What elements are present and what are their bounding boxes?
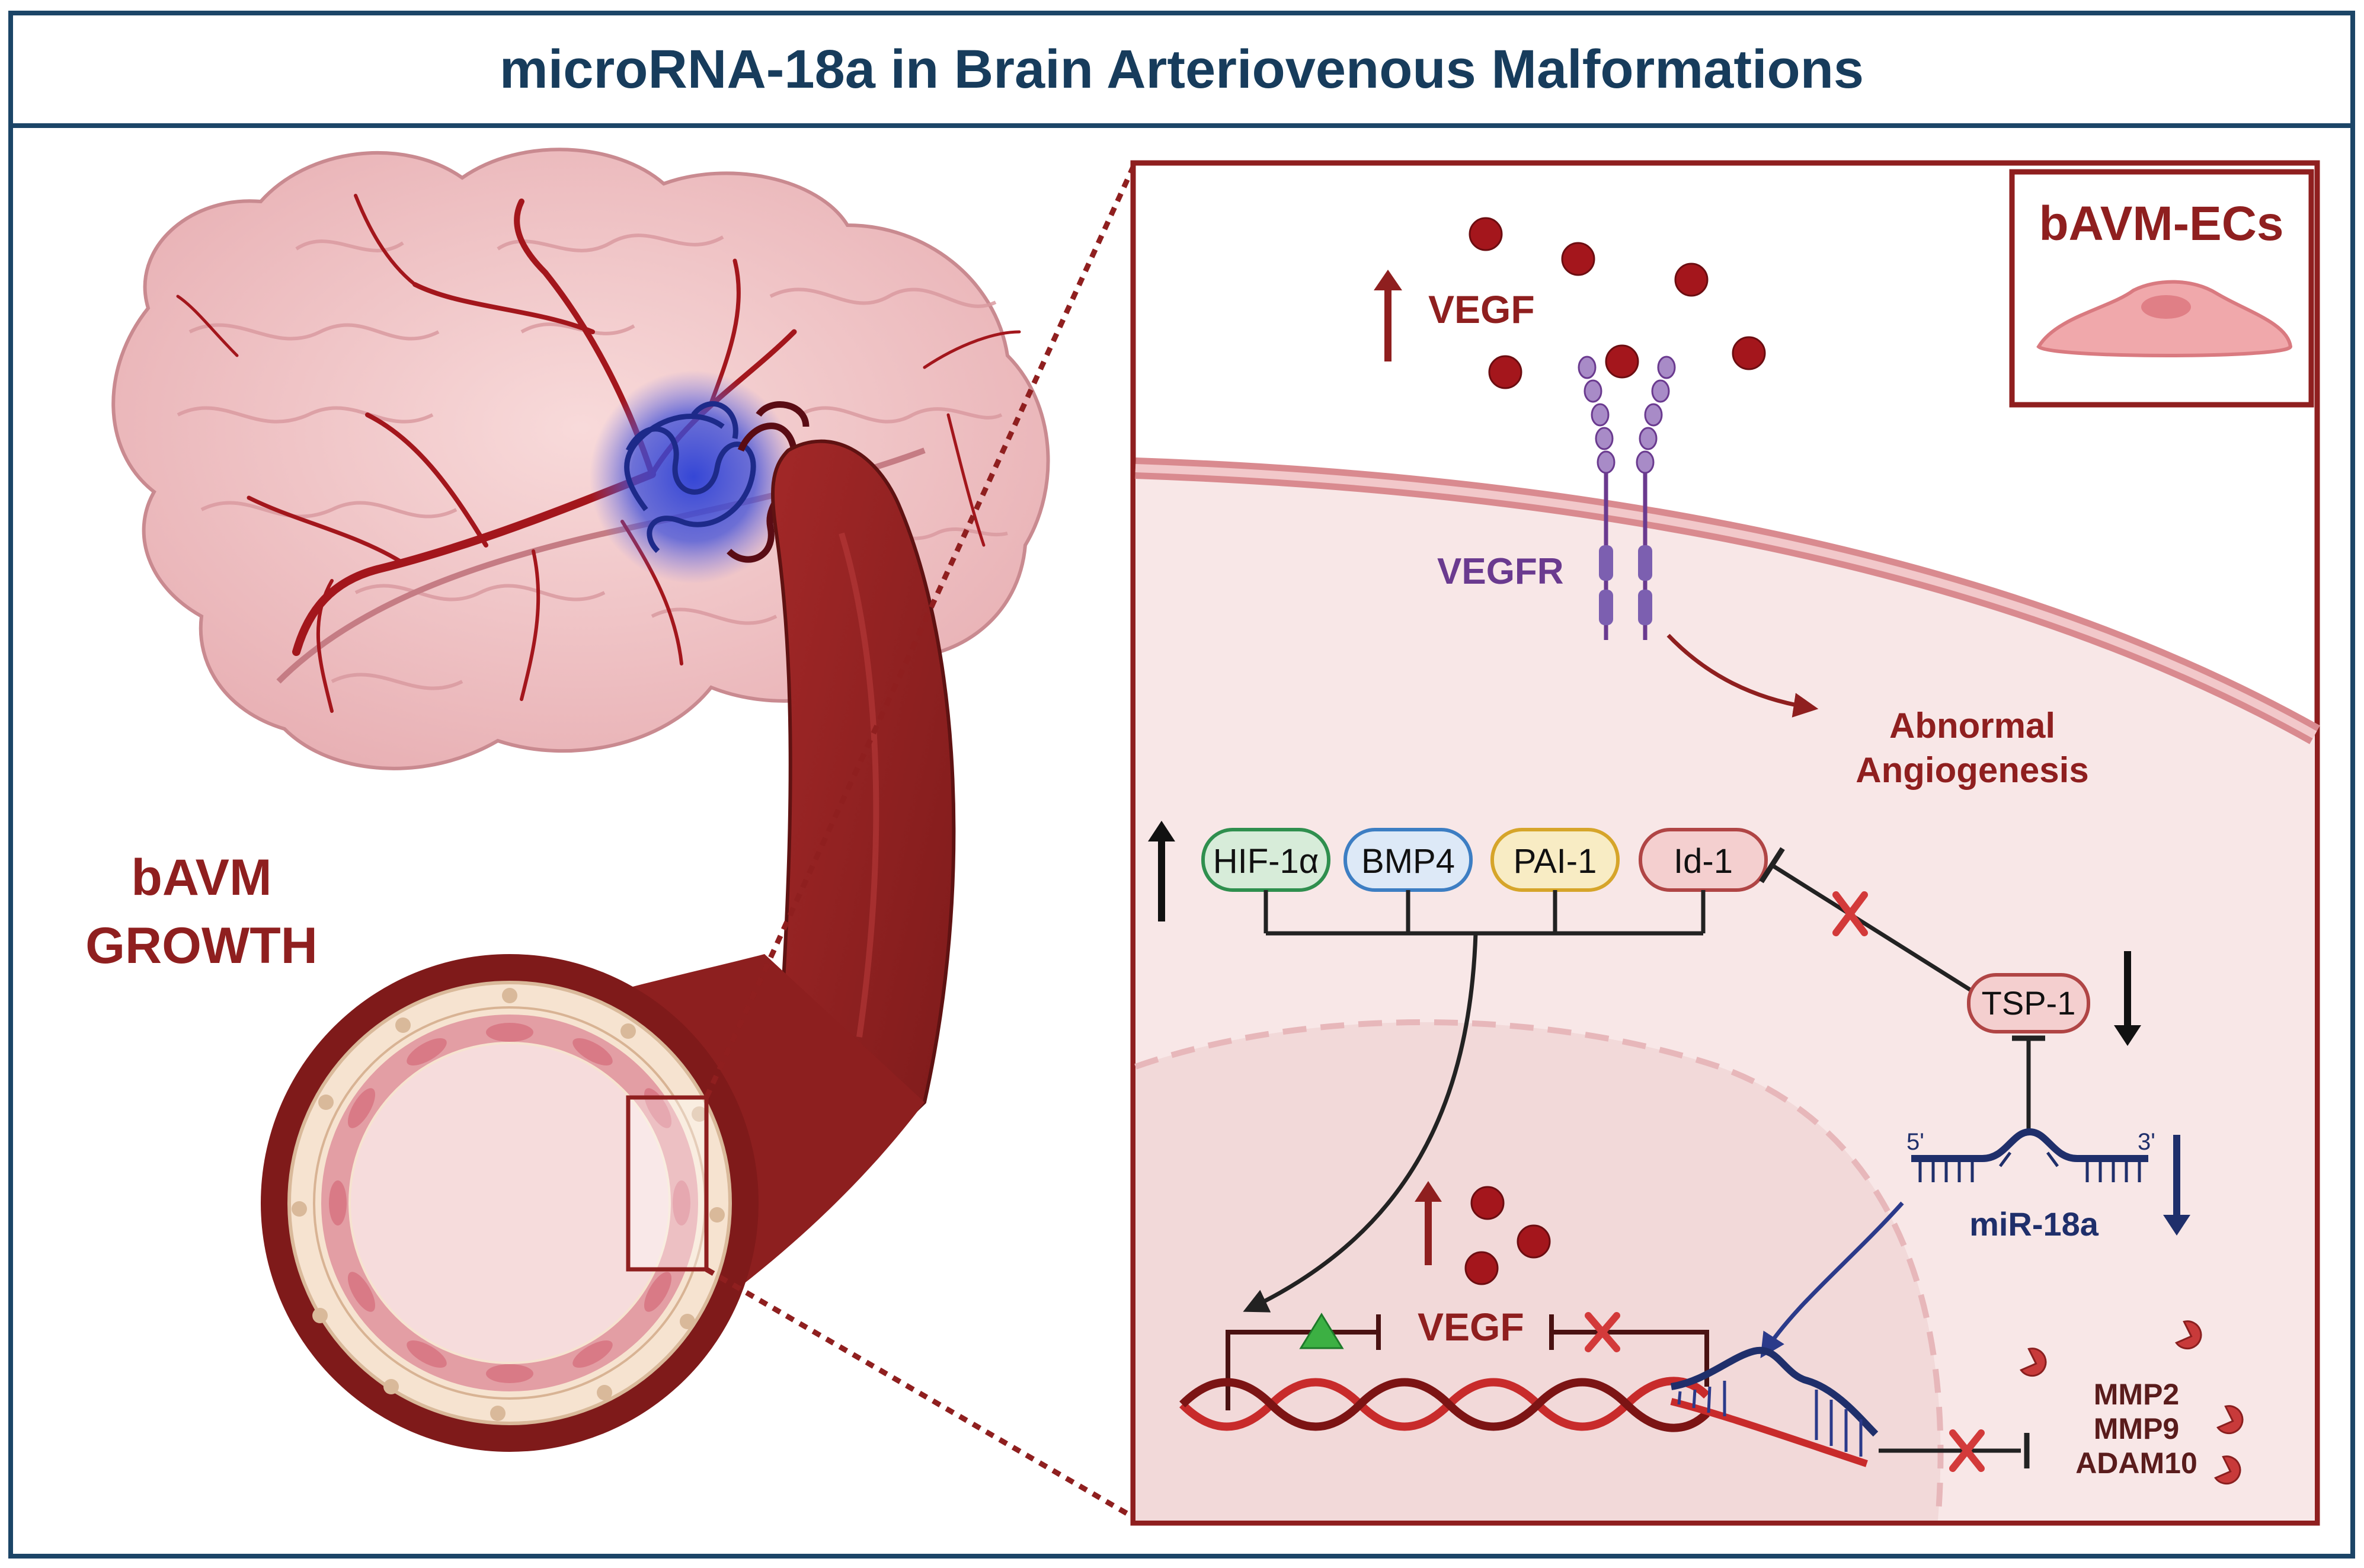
factor-hif1a-label: HIF-1α bbox=[1213, 842, 1319, 881]
inhibition-blocked-x-2 bbox=[1585, 1312, 1620, 1352]
mirna-structure bbox=[1911, 1128, 2148, 1182]
mirna-label: miR-18a bbox=[1969, 1205, 2099, 1243]
factor-id1-pill: Id-1 bbox=[1639, 828, 1768, 892]
figure-title: microRNA-18a in Brain Arteriovenous Malf… bbox=[500, 39, 1864, 100]
five-prime-label: 5' bbox=[1906, 1129, 1924, 1155]
factor-pai1-pill: PAI-1 bbox=[1490, 828, 1620, 892]
vegfr-label: VEGFR bbox=[1437, 551, 1564, 592]
factor-bmp4-label: BMP4 bbox=[1361, 842, 1455, 881]
three-prime-label: 3' bbox=[2138, 1129, 2155, 1155]
protease-label-mmp2: MMP2 bbox=[2094, 1378, 2179, 1411]
factor-hif1a-pill: HIF-1α bbox=[1201, 828, 1330, 892]
nuclear-vegf-label: VEGF bbox=[1418, 1305, 1524, 1349]
protease-label-adam10: ADAM10 bbox=[2075, 1447, 2197, 1480]
endothelial-cell-panel: bAVM-ECs VEGF bbox=[1130, 160, 2320, 1526]
tsp1-pill: TSP-1 bbox=[1967, 973, 2090, 1033]
bavm-growth-line1: bAVM bbox=[131, 849, 271, 906]
factor-pai1-label: PAI-1 bbox=[1514, 842, 1597, 881]
outcome-line1: Abnormal bbox=[1889, 706, 2055, 745]
inhibition-blocked-x-1 bbox=[1832, 891, 1868, 936]
protease-label-mmp9: MMP9 bbox=[2094, 1412, 2179, 1445]
tsp1-label: TSP-1 bbox=[1982, 984, 2076, 1022]
factor-bmp4-pill: BMP4 bbox=[1343, 828, 1473, 892]
factor-id1-label: Id-1 bbox=[1674, 842, 1733, 881]
vessel-cross-section bbox=[261, 954, 759, 1452]
outcome-line2: Angiogenesis bbox=[1856, 750, 2088, 790]
extracellular-vegf-label: VEGF bbox=[1428, 287, 1535, 331]
brain-illustration bbox=[111, 148, 1136, 1519]
activation-triangle bbox=[1299, 1313, 1344, 1349]
inhibition-blocked-x-3 bbox=[1949, 1429, 1985, 1472]
dna-helix bbox=[1179, 1377, 1710, 1432]
vegfr-receptor bbox=[1578, 356, 1676, 640]
bavm-growth-line2: GROWTH bbox=[85, 917, 318, 974]
cell-type-label: bAVM-ECs bbox=[2039, 197, 2283, 251]
mirna-mrna-duplex bbox=[1670, 1346, 1879, 1467]
zoom-region-box bbox=[626, 1095, 709, 1272]
